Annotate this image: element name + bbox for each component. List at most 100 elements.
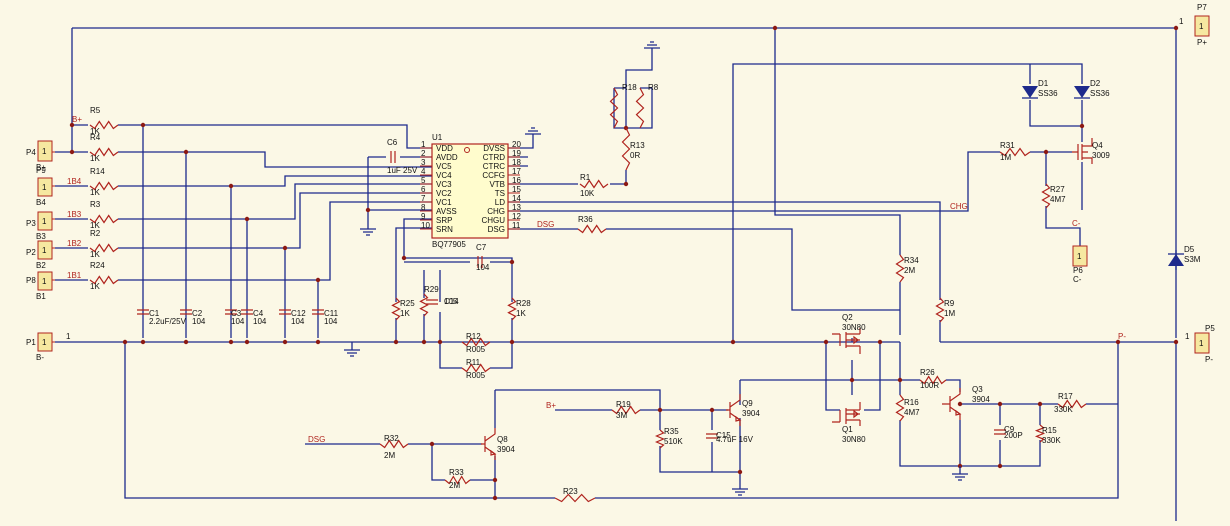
- capacitor-value: 104: [253, 317, 267, 326]
- wire-pin-label: 1: [1185, 332, 1190, 341]
- connector-ref: P8: [26, 276, 36, 285]
- transistor-ref: Q4: [1092, 141, 1103, 150]
- diode-ref: D1: [1038, 79, 1049, 88]
- junction: [849, 377, 855, 383]
- resistor-r1: R1 10K: [579, 173, 609, 198]
- capacitor-value: 105: [444, 297, 458, 306]
- junction: [228, 183, 234, 189]
- ic-pin-name: LD: [495, 198, 505, 207]
- mosfet-q4: Q4 3009: [1072, 138, 1110, 164]
- resistor-value: 10K: [580, 189, 595, 198]
- ic-part: BQ77905: [432, 240, 466, 249]
- npn-q3: Q3 3904: [942, 385, 990, 420]
- resistor-body: [89, 181, 119, 191]
- ic-pin-number: 8: [421, 203, 426, 212]
- resistor-ref: R19: [616, 400, 631, 409]
- capacitor-ref: C9: [1004, 425, 1015, 434]
- resistor-value: 1K: [90, 188, 100, 197]
- resistor-ref: R9: [944, 299, 955, 308]
- junction: [437, 339, 443, 345]
- capacitor-ref: C12: [291, 309, 306, 318]
- ic-pin-name: VC1: [436, 198, 452, 207]
- resistor-value: R005: [466, 345, 486, 354]
- capacitor-ref: C11: [324, 309, 339, 318]
- net-label-b4: 1B4: [67, 177, 82, 186]
- junction: [69, 149, 75, 155]
- connector-p9: 1 P9 B4: [36, 166, 55, 207]
- junction: [1079, 123, 1085, 129]
- connector-ref: P5: [1205, 324, 1215, 333]
- capacitor-ref: C7: [476, 243, 487, 252]
- capacitor-body: [180, 309, 192, 315]
- junction: [997, 463, 1003, 469]
- junctions: [69, 25, 1179, 501]
- junction: [737, 469, 743, 475]
- ic-pin-name: AVDD: [436, 153, 458, 162]
- junction: [183, 339, 189, 345]
- pin-number: 1: [42, 183, 47, 192]
- capacitor-body: [426, 299, 438, 305]
- capacitor-value: 104: [231, 317, 245, 326]
- junction: [140, 122, 146, 128]
- connector-net: B4: [36, 198, 46, 207]
- junction: [897, 377, 903, 383]
- resistor-r36: R36: [577, 215, 607, 234]
- resistor-body: [919, 375, 947, 385]
- wire-pin-label: 1: [66, 332, 71, 341]
- junction: [1037, 401, 1043, 407]
- ic-pin1-marker: [464, 147, 470, 153]
- resistor-body: [89, 243, 119, 253]
- junction: [730, 339, 736, 345]
- resistor-value: 1K: [90, 127, 100, 136]
- ic-pin-name: CHG: [487, 207, 505, 216]
- connector-net: P-: [1205, 355, 1213, 364]
- resistor-value: 4M7: [1050, 195, 1066, 204]
- connector-net: C-: [1073, 275, 1082, 284]
- connector-net: B-: [36, 353, 44, 362]
- net-label-pminus: P-: [1118, 332, 1126, 341]
- resistor-body: [444, 475, 471, 485]
- resistor-value: 2M: [449, 481, 460, 490]
- transistor-ref: Q3: [972, 385, 983, 394]
- net-label-dsg: DSG: [308, 435, 325, 444]
- net-label-chg: CHG: [950, 202, 968, 211]
- ic-pin-name: VC3: [436, 180, 452, 189]
- net-label-dsg: DSG: [537, 220, 554, 229]
- ic-pin-number: 16: [512, 176, 521, 185]
- junction: [1173, 25, 1179, 31]
- connector-p2: 1 P2 B2: [26, 240, 55, 270]
- ic-pin-name: TS: [495, 189, 505, 198]
- resistor-body: [654, 429, 666, 449]
- ic-pin-number: 10: [421, 221, 430, 230]
- capacitor-ref: C4: [253, 309, 264, 318]
- junction: [228, 339, 234, 345]
- junction: [1043, 149, 1049, 155]
- resistor-value: 1M: [944, 309, 955, 318]
- pin-number: 1: [42, 147, 47, 156]
- resistor-body: [89, 120, 119, 130]
- net-label-b2: 1B2: [67, 239, 82, 248]
- junction: [244, 339, 250, 345]
- resistor-ref: R1: [580, 173, 591, 182]
- resistor-body: [507, 297, 517, 321]
- ic-pin-number: 20: [512, 140, 521, 149]
- diode-val: SS36: [1090, 89, 1110, 98]
- connector-p8: 1 P8 B1: [26, 271, 55, 301]
- pin-number: 1: [1199, 22, 1204, 31]
- resistor-ref: R3: [90, 200, 101, 209]
- ic-pin-number: 17: [512, 167, 521, 176]
- wire-pin-label: 1: [1179, 17, 1184, 26]
- diode-val: SS36: [1038, 89, 1058, 98]
- net-label-b1: 1B1: [67, 271, 82, 280]
